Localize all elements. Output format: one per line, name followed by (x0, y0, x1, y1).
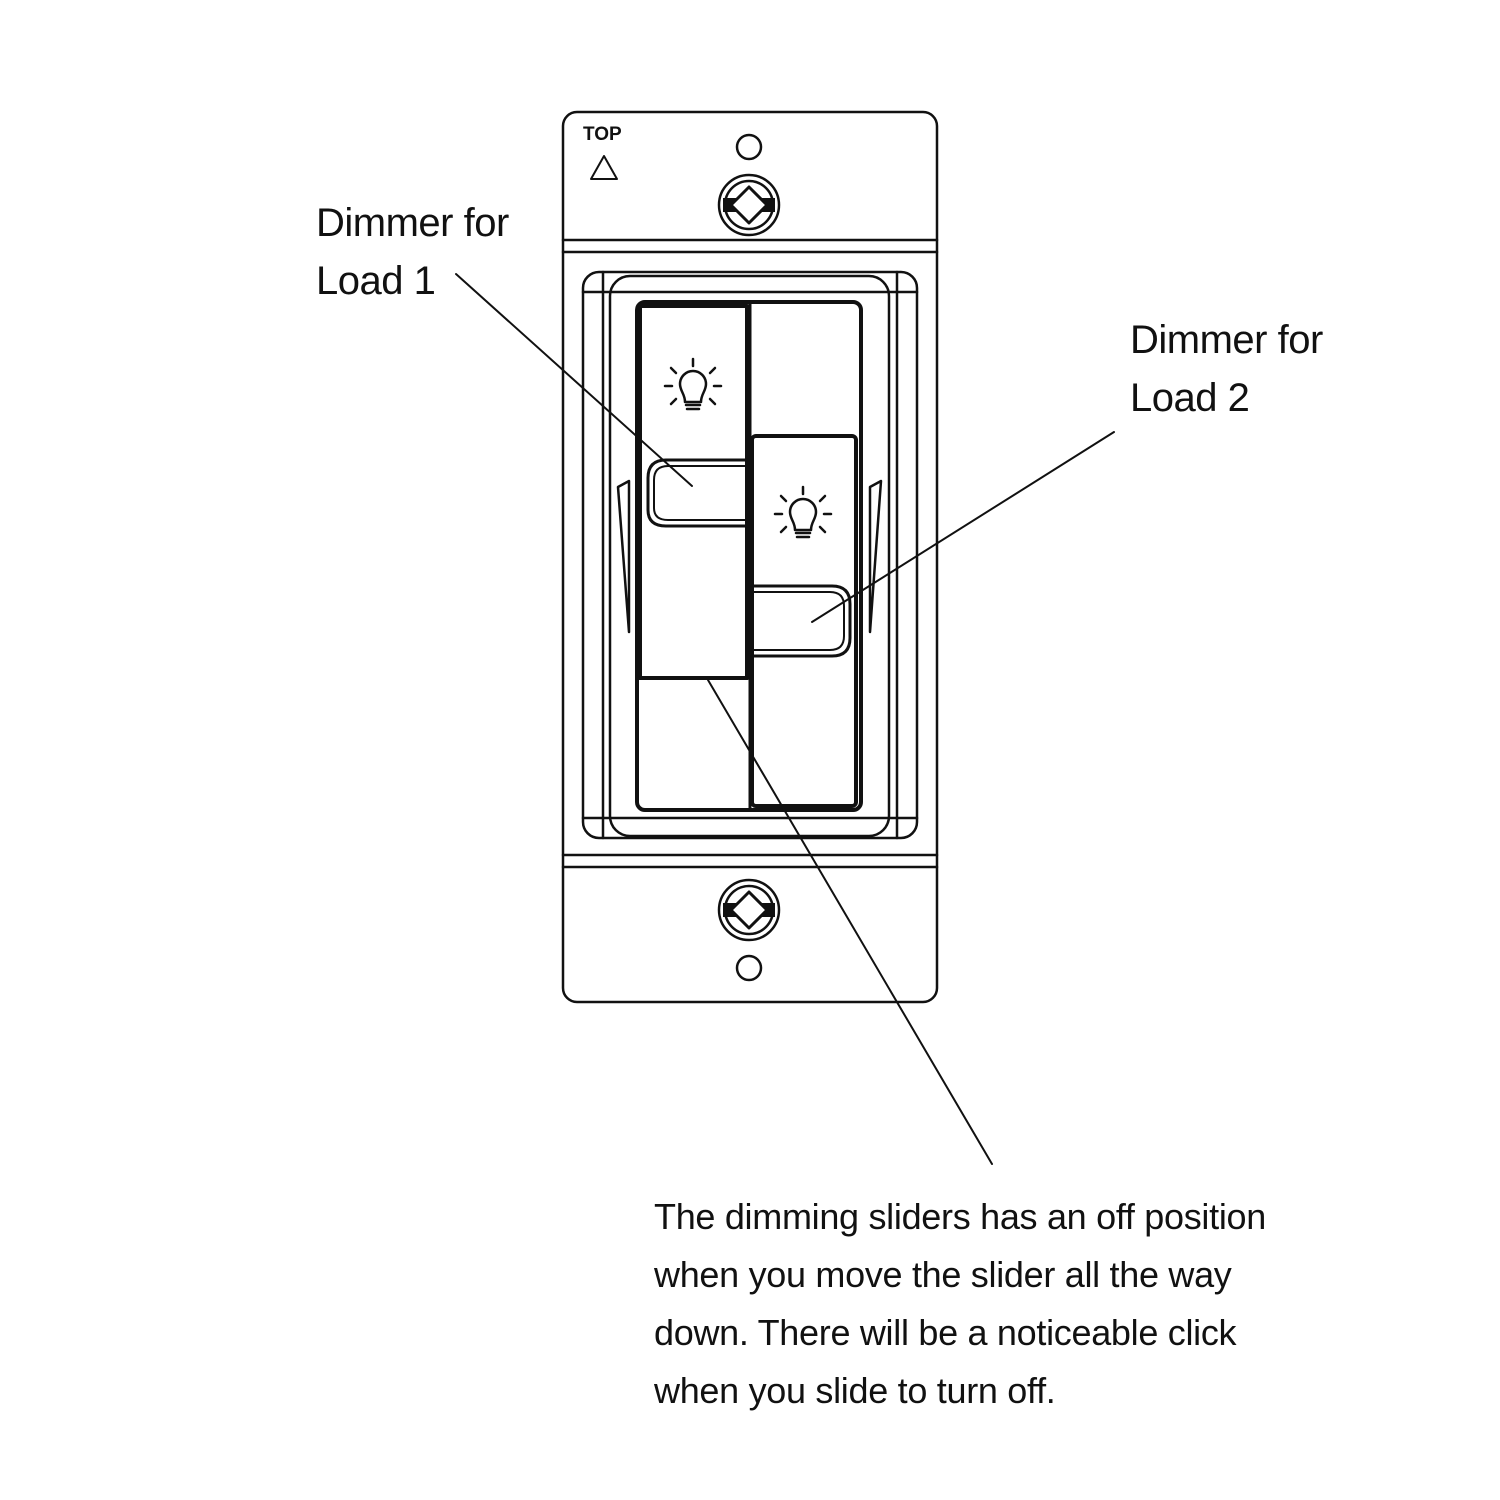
top-marker-label: TOP (583, 124, 622, 145)
label-load-2-line-2: Load 2 (1130, 376, 1250, 420)
mounting-hole-top (735, 133, 763, 161)
mounting-hole-bottom (735, 954, 763, 982)
note-line: The dimming sliders has an off position (654, 1196, 1266, 1237)
light-bulb-icon (773, 485, 833, 539)
triangle-up-icon (590, 155, 618, 180)
off-position-note: The dimming sliders has an off position w… (654, 1188, 1266, 1420)
leader-line-note (707, 679, 993, 1165)
wall-plate (561, 110, 939, 1004)
note-line: down. There will be a noticeable click (654, 1312, 1237, 1353)
leader-line-load-2 (811, 431, 1115, 623)
note-line: when you slide to turn off. (654, 1370, 1056, 1411)
label-load-1-line-1: Dimmer for (316, 201, 509, 245)
switch-frame-inner (608, 274, 891, 838)
label-load-2: Dimmer for Load 2 (1130, 311, 1323, 427)
screw-icon (717, 173, 781, 237)
brightness-indicator-left (616, 479, 631, 634)
screw-icon (717, 878, 781, 942)
note-line: when you move the slider all the way (654, 1254, 1232, 1295)
slider-track (635, 300, 863, 812)
label-load-1: Dimmer for Load 1 (316, 194, 509, 310)
brightness-indicator-right (868, 479, 883, 634)
slider-load-1[interactable] (638, 304, 749, 680)
leader-line-load-1 (455, 273, 693, 487)
light-bulb-icon (663, 357, 723, 411)
slider-load-2[interactable] (750, 434, 858, 808)
label-load-1-line-2: Load 1 (316, 259, 436, 303)
label-load-2-line-1: Dimmer for (1130, 318, 1323, 362)
